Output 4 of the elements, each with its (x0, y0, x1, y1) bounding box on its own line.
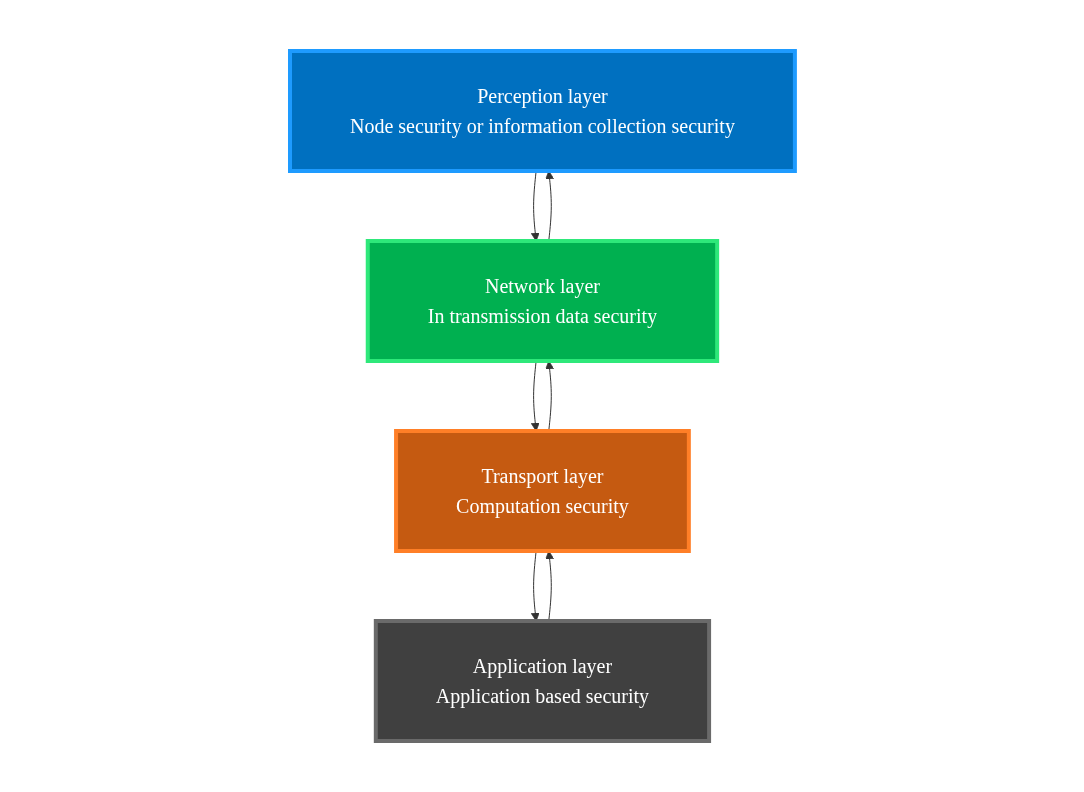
node-box: Application layer Application based security (373, 619, 711, 743)
node-box: Transport layer Computation security (393, 429, 691, 553)
node-box: Network layer In transmission data security (365, 239, 719, 363)
node-box: Perception layer Node security or information collection security (287, 49, 797, 173)
